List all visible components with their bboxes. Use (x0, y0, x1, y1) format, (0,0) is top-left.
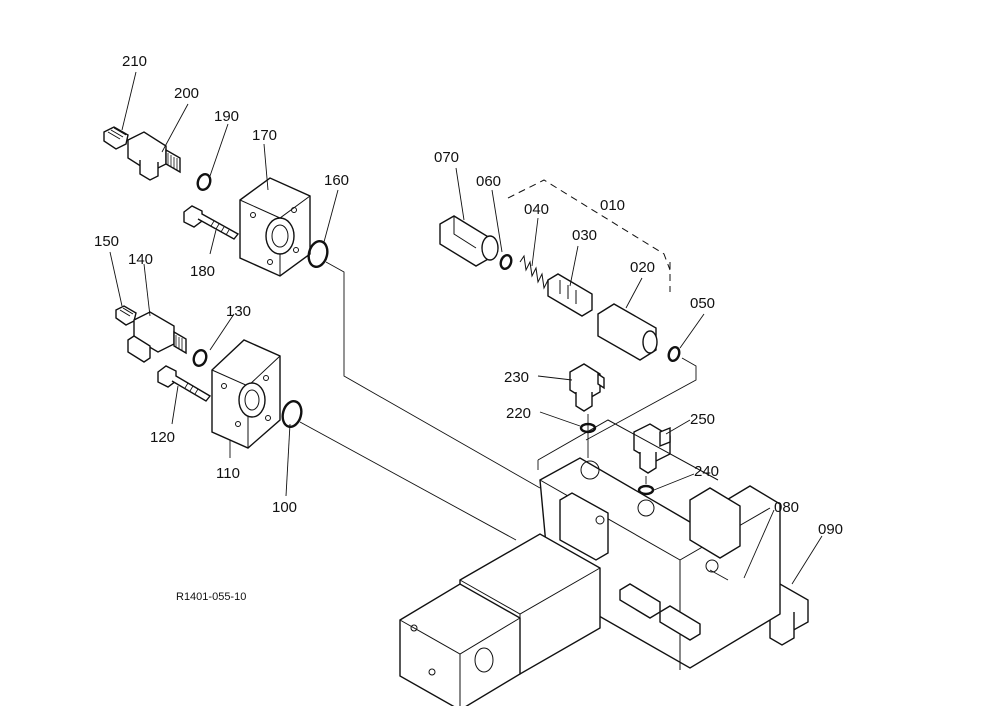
label-020: 020 (630, 259, 655, 276)
label-240: 240 (694, 463, 719, 480)
label-130: 130 (226, 303, 251, 320)
label-200: 200 (174, 85, 199, 102)
assembly-lines (299, 261, 729, 581)
part-120-bolt (157, 365, 212, 402)
part-200-elbow-fitting (127, 131, 181, 181)
part-140-elbow-fitting (127, 311, 187, 363)
part-labels: 210 200 190 170 160 180 150 140 130 120 … (94, 53, 843, 603)
part-110-flange-block (211, 339, 281, 449)
part-160-o-ring (307, 240, 329, 268)
label-250: 250 (690, 411, 715, 428)
label-150: 150 (94, 233, 119, 250)
bracket-010-dashed (507, 179, 671, 292)
part-040-spring (519, 254, 549, 290)
part-130-o-ring (192, 349, 208, 367)
part-210-plug (103, 126, 129, 150)
part-060-o-ring (499, 254, 513, 270)
label-040: 040 (524, 201, 549, 218)
label-100: 100 (272, 499, 297, 516)
label-030: 030 (572, 227, 597, 244)
label-160: 160 (324, 172, 349, 189)
valve-body-assembly (399, 419, 781, 706)
drawing-reference: R1401-055-10 (176, 591, 246, 603)
part-240-o-ring (637, 484, 655, 496)
part-050-o-ring (667, 346, 681, 362)
part-230-elbow-fitting (569, 363, 605, 412)
label-140: 140 (128, 251, 153, 268)
part-100-o-ring (281, 400, 303, 428)
leader-lines (109, 71, 823, 585)
label-010: 010 (600, 197, 625, 214)
part-250-switch (633, 423, 671, 474)
part-170-flange-block (239, 177, 311, 277)
label-220: 220 (506, 405, 531, 422)
label-090: 090 (818, 521, 843, 538)
part-180-bolt (183, 205, 240, 240)
part-030-spool (547, 273, 593, 317)
part-150-plug (115, 305, 137, 326)
label-070: 070 (434, 149, 459, 166)
label-120: 120 (150, 429, 175, 446)
label-110: 110 (216, 465, 240, 482)
part-070-cap (439, 215, 499, 267)
label-060: 060 (476, 173, 501, 190)
label-210: 210 (122, 53, 147, 70)
label-230: 230 (504, 369, 529, 386)
part-020-sleeve (597, 303, 658, 361)
label-190: 190 (214, 108, 239, 125)
part-190-o-ring (196, 173, 212, 191)
label-170: 170 (252, 127, 277, 144)
label-050: 050 (690, 295, 715, 312)
label-180: 180 (190, 263, 215, 280)
label-080: 080 (774, 499, 799, 516)
